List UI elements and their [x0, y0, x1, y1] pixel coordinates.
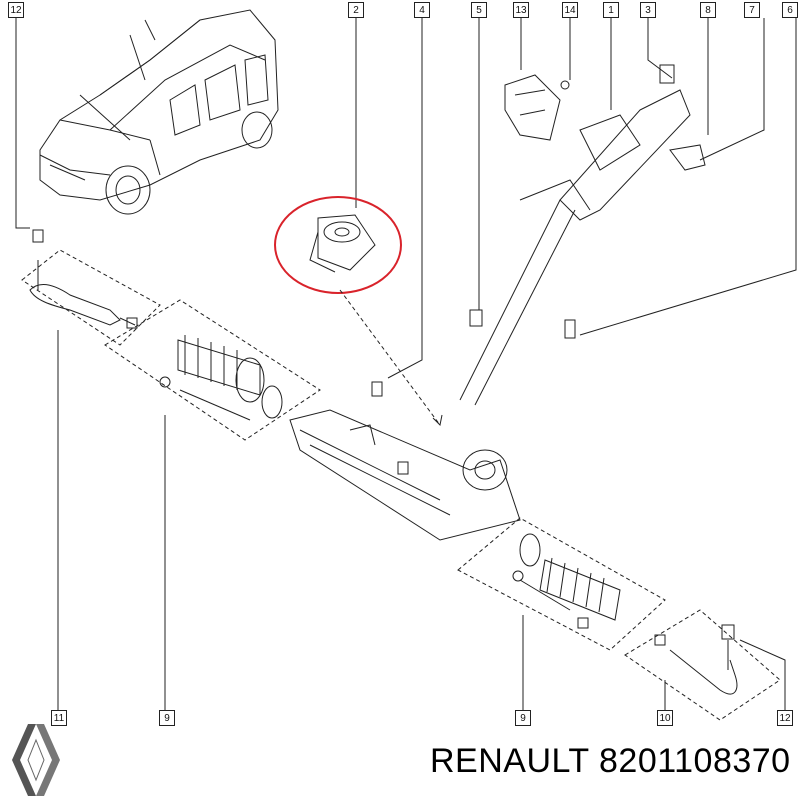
brand-name: RENAULT	[430, 742, 590, 780]
diagram-lines	[15, 9, 797, 721]
part-number: 8201108370	[599, 742, 791, 780]
callout-8: 8	[700, 2, 716, 18]
callout-10: 10	[657, 710, 673, 726]
renault-logo-icon	[12, 724, 60, 796]
callout-14: 14	[562, 2, 578, 18]
vehicle-illustration	[39, 9, 279, 215]
assembly-arrowhead	[432, 414, 443, 427]
ignition-bracket	[504, 74, 570, 141]
callout-9-left: 9	[159, 710, 175, 726]
steering-boot-left	[104, 299, 321, 441]
callout-3: 3	[640, 2, 656, 18]
callout-4: 4	[414, 2, 430, 18]
part-caption: RENAULT 8201108370	[430, 742, 791, 781]
callout-9-right: 9	[515, 710, 531, 726]
steering-rack-housing	[289, 381, 521, 541]
callout-6: 6	[782, 2, 798, 18]
callout-2: 2	[348, 2, 364, 18]
callout-leaders	[15, 12, 797, 712]
assembly-arrow	[339, 289, 441, 426]
steering-column	[459, 64, 706, 406]
callout-7: 7	[744, 2, 760, 18]
tie-rod-end-right	[624, 609, 781, 721]
highlight-circle	[274, 196, 402, 294]
callout-12-bottom: 12	[777, 710, 793, 726]
callout-13: 13	[513, 2, 529, 18]
callout-12-top: 12	[8, 2, 24, 18]
callout-5: 5	[471, 2, 487, 18]
bushing-part-2	[309, 214, 376, 273]
steering-boot-right	[457, 517, 666, 651]
tie-rod-end-left	[21, 229, 161, 346]
callout-1: 1	[603, 2, 619, 18]
callout-11: 11	[51, 710, 67, 726]
